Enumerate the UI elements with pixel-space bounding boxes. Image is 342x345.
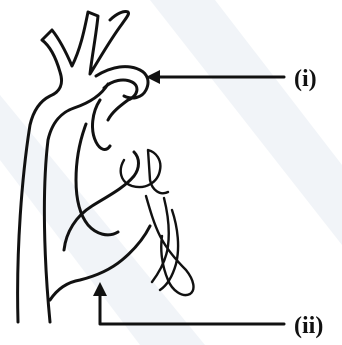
arch-inner-curve xyxy=(104,80,137,120)
label-i: (i) xyxy=(294,66,317,92)
arch-branch-outline xyxy=(96,67,148,98)
inner-chamber-tube xyxy=(93,100,110,149)
coiled-vessel-upper xyxy=(121,150,168,193)
label-ii: (ii) xyxy=(294,313,323,339)
